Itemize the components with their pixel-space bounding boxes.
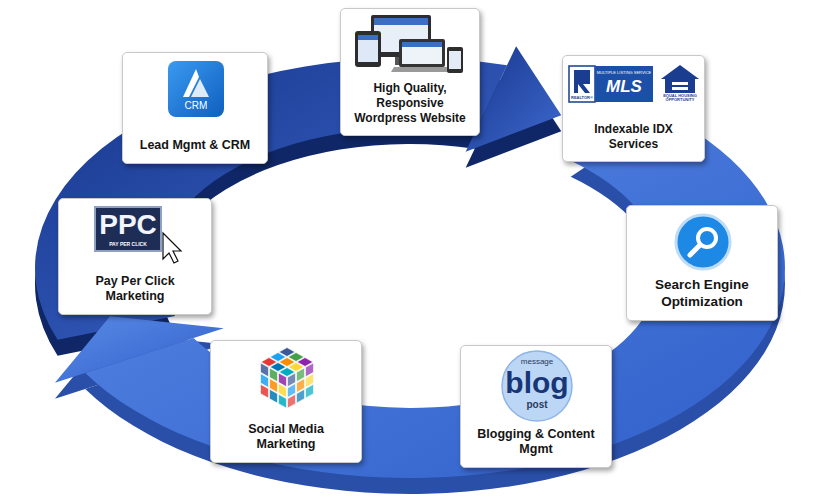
cube-tile <box>261 384 269 398</box>
icon-text: post <box>507 400 567 410</box>
screen-header <box>374 18 428 25</box>
cube-tile <box>297 389 305 403</box>
cube-tile <box>288 394 296 408</box>
service-card: Search Engine Optimization <box>626 205 778 321</box>
service-card: High Quality, Responsive Wordpress Websi… <box>340 8 480 136</box>
icon-text: blog <box>497 368 577 398</box>
tablet-screen <box>358 35 378 62</box>
icon-text: PAY PER CLICK <box>95 242 161 247</box>
service-card: message blog postBlogging & Content Mgmt <box>460 345 612 468</box>
icon-text: CRM <box>168 101 224 111</box>
service-label: Search Engine Optimization <box>627 277 777 320</box>
phone-screen <box>449 51 461 69</box>
mls-box <box>595 66 653 102</box>
service-label: Lead Mgmt & CRM <box>123 138 267 163</box>
screen-header <box>402 42 442 47</box>
ppc-box <box>95 207 161 251</box>
house-body <box>665 79 695 93</box>
icon-text: message <box>507 358 567 366</box>
service-label: High Quality, Responsive Wordpress Websi… <box>341 81 479 135</box>
phone <box>447 47 463 73</box>
cursor <box>163 233 181 263</box>
laptop <box>399 39 445 67</box>
service-icon <box>341 9 481 81</box>
laptop-screen <box>402 42 442 64</box>
service-icon <box>123 53 269 131</box>
realtor-mark <box>574 70 590 93</box>
icon-text: MLS <box>595 78 653 95</box>
service-card: PPC PAY PER CLICK Pay Per Click Marketing <box>58 198 212 315</box>
crm-logo <box>191 79 209 97</box>
icon-text: EQUAL HOUSING OPPORTUNITY <box>659 94 701 102</box>
service-icon <box>211 341 363 421</box>
service-label: Blogging & Content Mgmt <box>461 427 611 467</box>
service-label: Indexable IDX Services <box>563 122 704 161</box>
service-card: CRM Lead Mgmt & CRM <box>122 52 268 164</box>
laptop-base <box>391 67 453 72</box>
equal-bar <box>672 82 688 85</box>
service-label: Pay Per Click Marketing <box>59 274 211 314</box>
house-roof <box>661 65 699 79</box>
arrow-arc <box>35 58 507 340</box>
service-card: Social Media Marketing <box>210 340 362 463</box>
cube-tile <box>270 389 278 403</box>
icon-text: REALTOR® <box>567 96 597 100</box>
search-circle <box>676 215 730 269</box>
tablet <box>355 31 381 67</box>
arrow-head <box>55 316 224 383</box>
screen-header <box>358 35 378 40</box>
service-label: Social Media Marketing <box>211 422 361 462</box>
crm-tile <box>168 61 224 117</box>
service-card: REALTOR® MULTIPLE LISTING SERVICE MLS EQUAL… <box>562 55 705 162</box>
magnifier-handle <box>690 245 700 255</box>
cube-tile <box>279 394 287 408</box>
service-icon <box>627 206 779 272</box>
equal-bar <box>672 87 688 90</box>
icon-text: PPC <box>95 211 161 239</box>
cube-tile <box>306 384 314 398</box>
icon-text: MULTIPLE LISTING SERVICE <box>595 71 653 75</box>
